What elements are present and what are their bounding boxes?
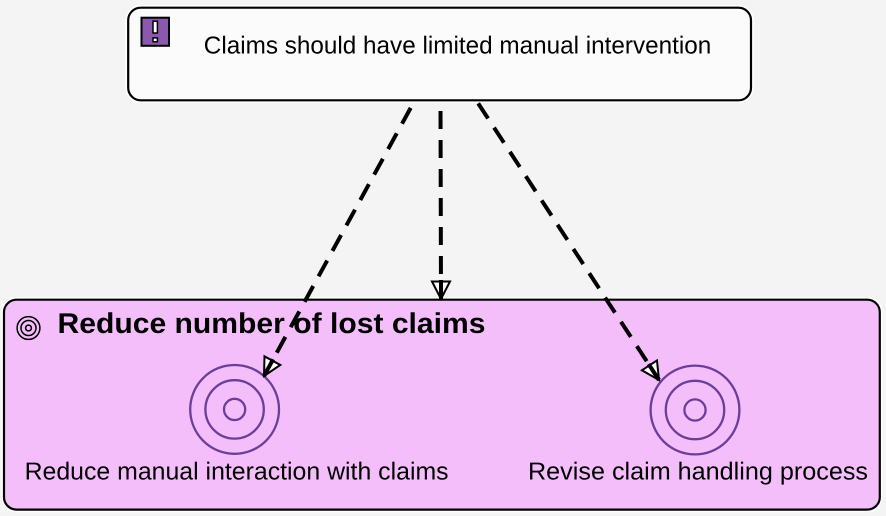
svg-text:Reduce manual interaction with: Reduce manual interaction with claims	[25, 458, 449, 485]
svg-text:Claims should have limited man: Claims should have limited manual interv…	[204, 33, 712, 60]
svg-text:Reduce number of lost claims: Reduce number of lost claims	[58, 308, 486, 340]
svg-text:Revise claim handling process: Revise claim handling process	[528, 458, 868, 485]
